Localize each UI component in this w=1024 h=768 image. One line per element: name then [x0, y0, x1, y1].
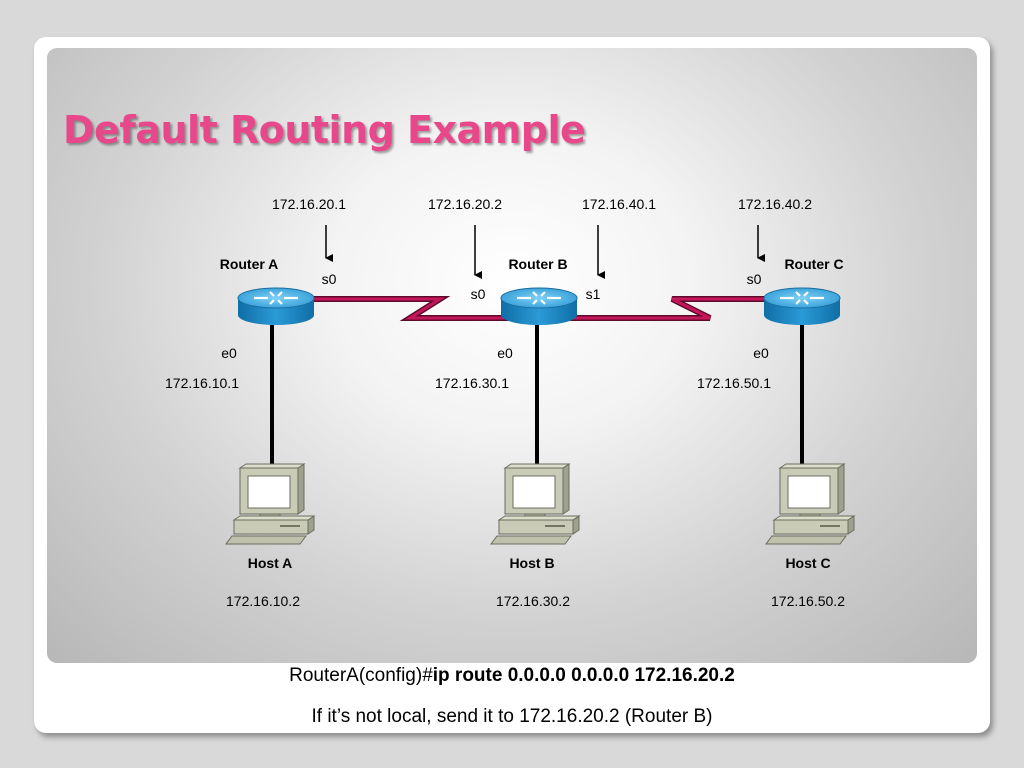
- router-c-e0-ip: 172.16.50.1: [697, 375, 771, 391]
- host-c-name: Host C: [785, 555, 830, 571]
- host-c-ip: 172.16.50.2: [771, 593, 845, 609]
- slide-content-panel: [47, 48, 977, 663]
- serial-ip-label: 172.16.20.2: [428, 196, 502, 212]
- serial-ip-label: 172.16.40.1: [582, 196, 656, 212]
- router-c-icon: [762, 286, 842, 327]
- host-c-icon: [765, 463, 855, 545]
- command-prompt: RouterA(config)#: [289, 665, 433, 686]
- router-a-e0-label: e0: [221, 345, 237, 361]
- router-a-name: Router A: [220, 256, 279, 272]
- command-text: ip route 0.0.0.0 0.0.0.0 172.16.20.2: [432, 665, 735, 686]
- router-a-s0-label: s0: [322, 271, 337, 287]
- router-b-s1-label: s1: [586, 286, 601, 302]
- router-b-icon: [499, 286, 579, 327]
- router-c-name: Router C: [784, 256, 843, 272]
- router-c-s0-label: s0: [747, 271, 762, 287]
- host-b-icon: [490, 463, 580, 545]
- slide-title: Default Routing Example: [63, 108, 586, 152]
- host-a-name: Host A: [248, 555, 293, 571]
- router-b-s0-label: s0: [471, 286, 486, 302]
- serial-link-a-b: [313, 296, 540, 321]
- router-b-e0-label: e0: [497, 345, 513, 361]
- serial-ip-label: 172.16.20.1: [272, 196, 346, 212]
- serial-ip-label: 172.16.40.2: [738, 196, 812, 212]
- router-b-name: Router B: [508, 256, 567, 272]
- host-a-ip: 172.16.10.2: [226, 593, 300, 609]
- host-b-name: Host B: [509, 555, 554, 571]
- host-a-icon: [225, 463, 315, 545]
- host-b-ip: 172.16.30.2: [496, 593, 570, 609]
- router-c-e0-label: e0: [753, 345, 769, 361]
- router-a-icon: [236, 286, 316, 327]
- router-a-e0-ip: 172.16.10.1: [165, 375, 239, 391]
- command-line: RouterA(config)#ip route 0.0.0.0 0.0.0.0…: [0, 665, 1024, 687]
- explanation-text: If it’s not local, send it to 172.16.20.…: [311, 706, 713, 727]
- router-b-e0-ip: 172.16.30.1: [435, 375, 509, 391]
- serial-link-b-c: [560, 296, 770, 321]
